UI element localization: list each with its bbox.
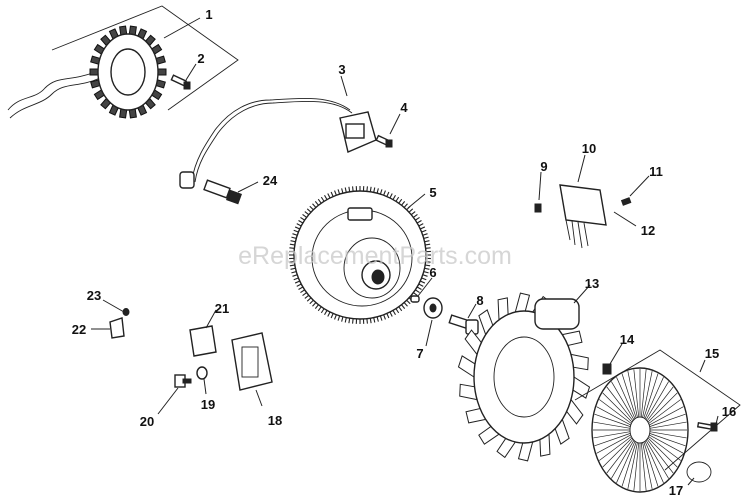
screw-part-16 [696,422,718,432]
washer-part [423,297,443,319]
callout-23: 23 [87,288,101,303]
callout-4: 4 [400,100,408,115]
screw-part-11 [620,197,632,206]
callout-15: 15 [705,346,719,361]
callout-16: 16 [722,404,736,419]
callout-7: 7 [416,346,423,361]
screw-part-9 [534,203,542,213]
callout-11: 11 [649,164,663,179]
fan-part [457,292,591,462]
ignition-module-part [179,97,377,189]
flywheel-part [289,186,431,324]
callout-1: 1 [205,7,212,22]
callout-21: 21 [215,301,229,316]
callout-6: 6 [429,265,436,280]
rectifier-part [559,184,607,249]
callout-3: 3 [338,62,345,77]
callout-12: 12 [641,223,655,238]
screw-part-2 [170,74,191,90]
screw-part-14 [602,363,612,375]
callout-2: 2 [197,51,204,66]
screw-part-4 [375,134,393,148]
callout-8: 8 [476,293,483,308]
nut-part [196,366,208,380]
terminal-part-22 [109,317,125,339]
grass-screen-part [574,349,741,493]
callout-22: 22 [72,322,86,337]
clip-part [686,461,712,483]
leader-lines [91,17,719,486]
bolt-part [448,314,479,335]
key-part [410,295,420,303]
callout-labels: 1 2 3 4 5 6 7 8 9 10 11 12 13 14 15 16 1… [72,7,736,498]
callout-24: 24 [263,173,278,188]
spark-plug-part [203,179,242,205]
callout-17: 17 [669,483,683,498]
callout-13: 13 [585,276,599,291]
stator-part [7,5,239,119]
callout-19: 19 [201,397,215,412]
callout-5: 5 [429,185,436,200]
screw-part-20 [174,374,192,388]
callout-9: 9 [540,159,547,174]
callout-10: 10 [582,141,596,156]
callout-14: 14 [620,332,635,347]
watermark: eReplacementParts.com [238,242,512,270]
bracket-part-21 [189,325,217,357]
regulator-part [231,332,273,391]
callout-18: 18 [268,413,282,428]
callout-20: 20 [140,414,154,429]
